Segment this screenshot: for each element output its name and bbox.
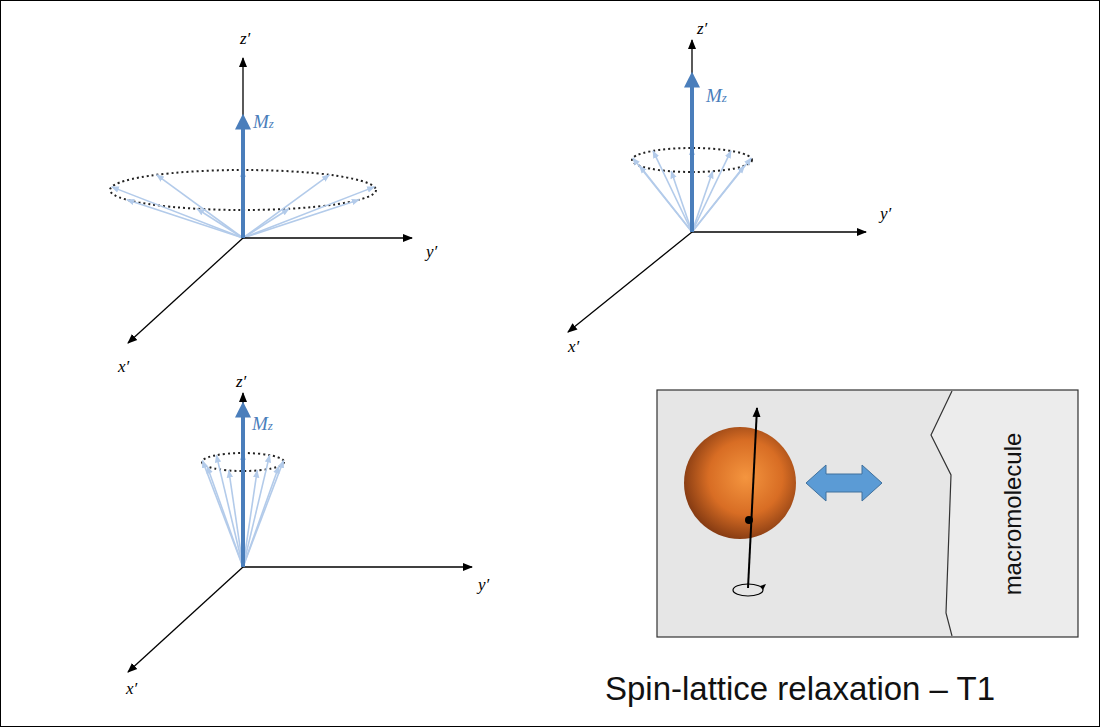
proton-sphere: [684, 427, 796, 539]
spin-vector: [243, 461, 283, 567]
vector-label: Mz: [253, 112, 274, 131]
spin-vector: [243, 455, 270, 567]
axis-label: z′: [697, 20, 707, 37]
spin-vector: [203, 461, 243, 567]
axis-label: x′: [118, 358, 129, 375]
precession-loop: [733, 584, 763, 596]
spin-axis: [748, 408, 757, 588]
axis-label: y′: [426, 243, 437, 260]
spin-dot: [745, 516, 753, 524]
axis: [692, 231, 866, 232]
spin-vector: [692, 158, 751, 232]
axis-label: x′: [126, 680, 137, 697]
spin-vector: [640, 166, 692, 232]
axis-label: x′: [568, 338, 579, 355]
spin-vector: [157, 175, 243, 238]
vector-label: Mz: [706, 86, 727, 105]
axis: [243, 237, 412, 238]
axis: [568, 232, 692, 332]
axis: [691, 40, 692, 232]
vector-label: Mz: [252, 414, 273, 433]
axis: [242, 393, 243, 567]
axis: [128, 567, 243, 672]
macromolecule-region: macromolecule: [925, 391, 1077, 636]
spin-vector: [112, 187, 243, 238]
interaction-arrow: [806, 465, 882, 501]
spin-vector: [243, 187, 374, 238]
axis-label: z′: [236, 373, 246, 390]
region-label: macromolecule: [999, 432, 1027, 595]
spin-vector: [207, 466, 243, 567]
spin-vector: [229, 470, 243, 567]
magnetization-vector: [690, 78, 694, 232]
precession-head: [760, 584, 766, 590]
axis: [128, 238, 243, 343]
spin-vector: [127, 200, 243, 238]
axis: [243, 566, 472, 567]
spin-vector: [243, 175, 329, 238]
spin-vector: [197, 209, 243, 238]
axis-label: z′: [240, 30, 250, 47]
spin-vector: [243, 200, 359, 238]
axes-figure: [568, 40, 866, 332]
spin-vector: [692, 171, 713, 232]
axis: [242, 58, 243, 238]
magnetization-vector: [241, 408, 245, 567]
spin-vector: [671, 171, 692, 232]
spin-vector: [216, 455, 243, 567]
axes-figure: [110, 58, 412, 343]
axes-figure: [128, 393, 472, 672]
axis-label: y′: [880, 205, 891, 222]
axis-label: y′: [478, 576, 489, 593]
inset-box: [657, 390, 1078, 637]
figure-title: Spin-lattice relaxation – T1: [605, 670, 995, 708]
magnetization-vector: [241, 120, 245, 238]
